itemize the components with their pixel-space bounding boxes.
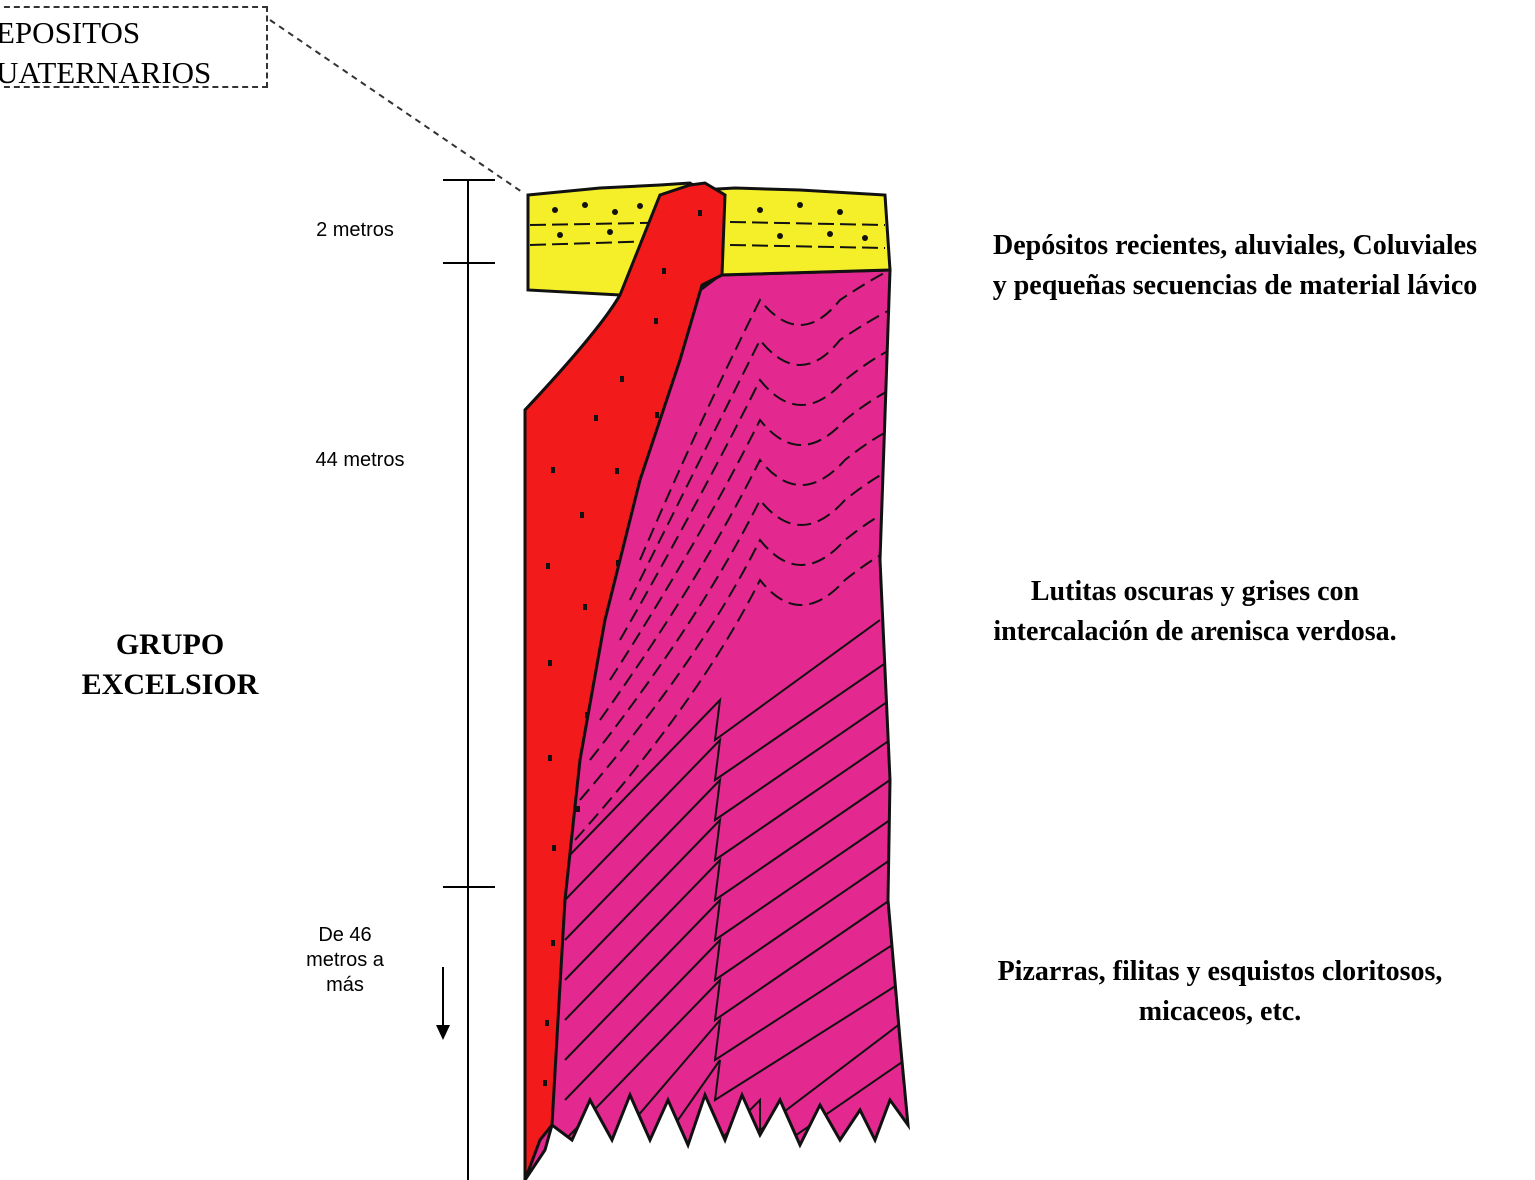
depth-label-46m-plus: De 46 metros a más	[295, 923, 395, 998]
description-quaternary-line1: Depósitos recientes, aluviales, Coluvial…	[935, 226, 1535, 266]
depth-label-44m: 44 metros	[305, 448, 415, 473]
depth-scale	[436, 180, 495, 1180]
description-shales: Lutitas oscuras y grises con intercalaci…	[935, 572, 1455, 652]
description-quaternary-line2: y pequeñas secuencias de material lávico	[935, 266, 1535, 306]
description-slates: Pizarras, filitas y esquistos cloritosos…	[955, 952, 1485, 1032]
description-quaternary: Depósitos recientes, aluviales, Coluvial…	[935, 226, 1535, 306]
description-shales-line1: Lutitas oscuras y grises con	[935, 572, 1455, 612]
group-label: GRUPO EXCELSIOR	[60, 625, 280, 705]
description-slates-line1: Pizarras, filitas y esquistos cloritosos…	[955, 952, 1485, 992]
depth-label-46m-line1: De 46	[295, 923, 395, 948]
depth-label-46m-line2: metros a	[295, 948, 395, 973]
depth-label-2m: 2 metros	[300, 218, 410, 243]
depth-label-46m-line3: más	[295, 973, 395, 998]
description-shales-line2: intercalación de arenisca verdosa.	[935, 612, 1455, 652]
description-slates-line2: micaceos, etc.	[955, 992, 1485, 1032]
depth-arrow-head	[436, 1025, 450, 1040]
callout-leader-line	[270, 20, 522, 192]
group-label-line2: EXCELSIOR	[60, 665, 280, 705]
group-label-line1: GRUPO	[60, 625, 280, 665]
